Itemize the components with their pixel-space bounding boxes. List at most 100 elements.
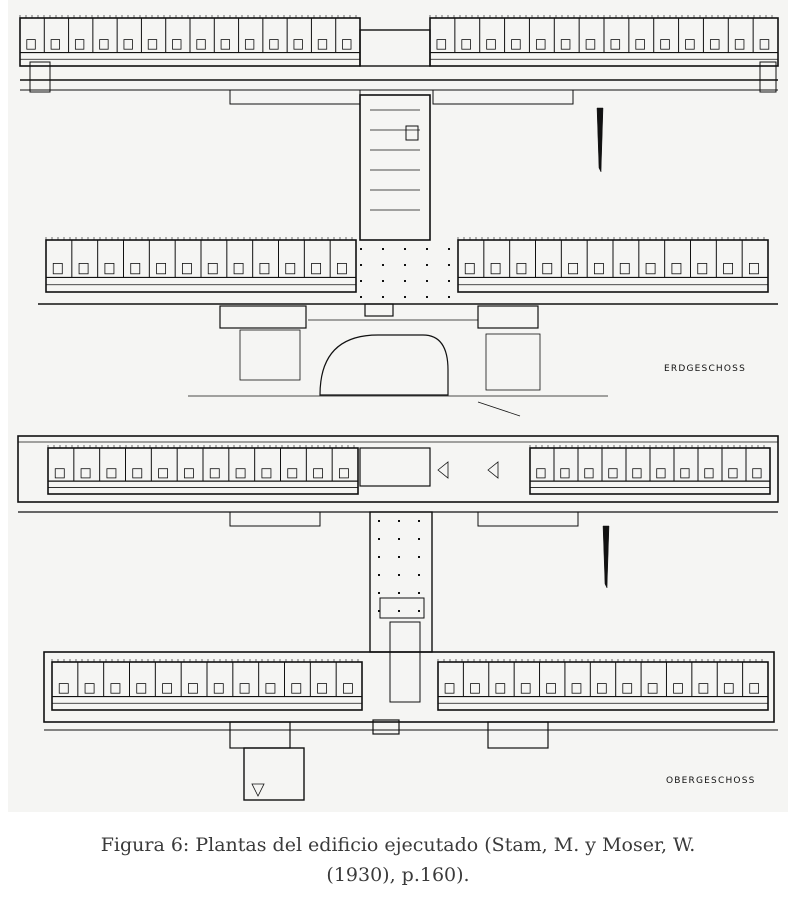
room-washroom [209,468,220,479]
figure-caption: Figura 6: Plantas del edificio ejecutado… [0,830,796,890]
room-washroom [490,262,501,275]
column-dot [418,592,420,594]
room-washroom [80,468,91,479]
column-dot [382,280,384,282]
room-washroom [158,468,169,479]
room-washroom [461,39,471,50]
upper-lower-wing-east [437,661,769,711]
room-washroom [535,39,546,50]
service-block [487,721,549,749]
room-washroom [110,683,121,694]
stair [29,61,51,93]
room-washroom [156,262,167,275]
room-washroom [287,468,298,479]
entrance-door [364,303,394,317]
ground-floor-label: ERDGESCHOSS [664,364,747,374]
room-washroom [313,468,324,479]
column-dot [378,520,380,522]
room-washroom [84,683,95,694]
column-dot [382,296,384,298]
room-washroom [571,683,582,694]
column-dot [378,610,380,612]
room-washroom [685,39,695,50]
room-washroom [244,39,255,50]
room-washroom [26,39,36,50]
upper-lower-wing-frame [43,651,775,723]
caption-line-1: Figura 6: Plantas del edificio ejecutado… [100,834,696,856]
column-dot [398,592,400,594]
column-dot [378,574,380,576]
room-washroom [698,683,709,694]
room-washroom [311,262,322,275]
annex-block [243,747,305,801]
service-rooms [229,89,361,105]
upper-central-spine [369,511,433,653]
spine-room [379,597,425,619]
room-washroom [181,262,192,275]
room-washroom [546,683,556,694]
room-washroom [99,39,109,50]
garden-arch [319,334,449,396]
floor-plans-svg [17,15,779,801]
room-washroom [58,683,69,694]
north-arrow-icon [602,525,610,589]
room-washroom [187,683,198,694]
stair-symbol [437,461,449,479]
column-dot [382,264,384,266]
column-dot [398,520,400,522]
path-line [477,401,521,417]
entrance-door [372,719,400,735]
room-washroom [285,262,296,275]
room-washroom [635,39,645,50]
column-dot [378,592,380,594]
room-washroom [259,262,270,275]
room-washroom [728,468,738,479]
room-washroom [52,262,63,275]
service-block [229,721,291,749]
room-washroom [54,468,65,479]
service-rooms [477,511,579,527]
spine-stair [405,125,419,141]
floor-plans-drawing: ERDGESCHOSS OBERGESCHOSS [8,0,788,812]
room-washroom [511,39,521,50]
room-washroom [734,39,745,50]
room-washroom [723,683,734,694]
room-washroom [656,468,666,479]
room-washroom [610,39,621,50]
stair-symbol [487,461,499,479]
column-dot [404,264,406,266]
room-washroom [183,468,194,479]
room-washroom [172,39,182,50]
room-washroom [584,468,594,479]
column-dot [360,248,362,250]
room-washroom [235,468,246,479]
garden-area [485,333,541,391]
room-washroom [486,39,496,50]
room-washroom [671,262,682,275]
column-dot [418,610,420,612]
room-washroom [704,468,714,479]
column-dot [404,280,406,282]
room-washroom [123,39,133,50]
column-dot [448,248,450,250]
room-washroom [536,468,546,479]
room-washroom [542,262,553,275]
column-dot [426,296,428,298]
service-block [477,305,539,329]
room-washroom [342,39,352,50]
room-washroom [622,683,633,694]
room-washroom [660,39,670,50]
room-washroom [265,683,276,694]
room-washroom [752,468,762,479]
column-dot [426,264,428,266]
column-dot [378,556,380,558]
column-dot [418,520,420,522]
upper-top-hall [359,447,431,487]
north-arrow-icon [596,107,604,173]
column-dot [448,280,450,282]
room-washroom [759,39,770,50]
room-washroom [207,262,218,275]
room-washroom [336,262,347,275]
room-washroom [645,262,656,275]
spine-stair [389,621,421,703]
